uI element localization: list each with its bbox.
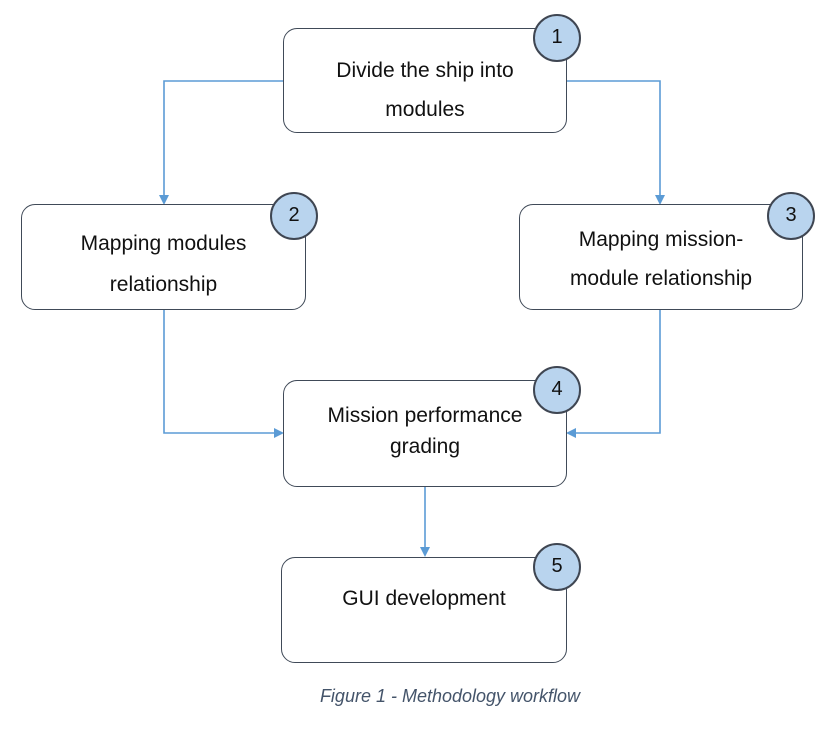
- figure-caption: Figure 1 - Methodology workflow: [319, 686, 581, 706]
- step-4-label-line2: grading: [389, 435, 461, 458]
- step-3-label-line1: Mapping mission-: [578, 228, 744, 251]
- step-4-number-badge: 4: [533, 366, 581, 414]
- step-5-number-badge: 5: [533, 543, 581, 591]
- step-1-box: Divide the ship into modules: [283, 28, 567, 133]
- step-3-number-badge: 3: [767, 192, 815, 240]
- step-3-label-line2: module relationship: [569, 267, 753, 290]
- step-5-label-line1: GUI development: [342, 587, 506, 610]
- arrow-step1-to-step3: [567, 80, 665, 205]
- step-2-box: Mapping modules relationship: [21, 204, 306, 310]
- step-2-number-badge: 2: [270, 192, 318, 240]
- arrow-step2-to-step4: [163, 310, 284, 438]
- step-1-label-line2: modules: [385, 98, 465, 121]
- step-3-box: Mapping mission- module relationship: [519, 204, 803, 310]
- arrow-step3-to-step4: [566, 310, 661, 438]
- step-4-label-line1: Mission performance: [327, 404, 523, 427]
- step-1-number-badge: 1: [533, 14, 581, 62]
- step-5-box: GUI development: [281, 557, 567, 663]
- step-2-label-line2: relationship: [109, 273, 218, 296]
- arrow-step1-to-step2: [159, 80, 283, 205]
- step-2-label-line1: Mapping modules: [80, 232, 247, 255]
- step-4-box: Mission performance grading: [283, 380, 567, 487]
- step-1-label-line1: Divide the ship into: [336, 59, 514, 82]
